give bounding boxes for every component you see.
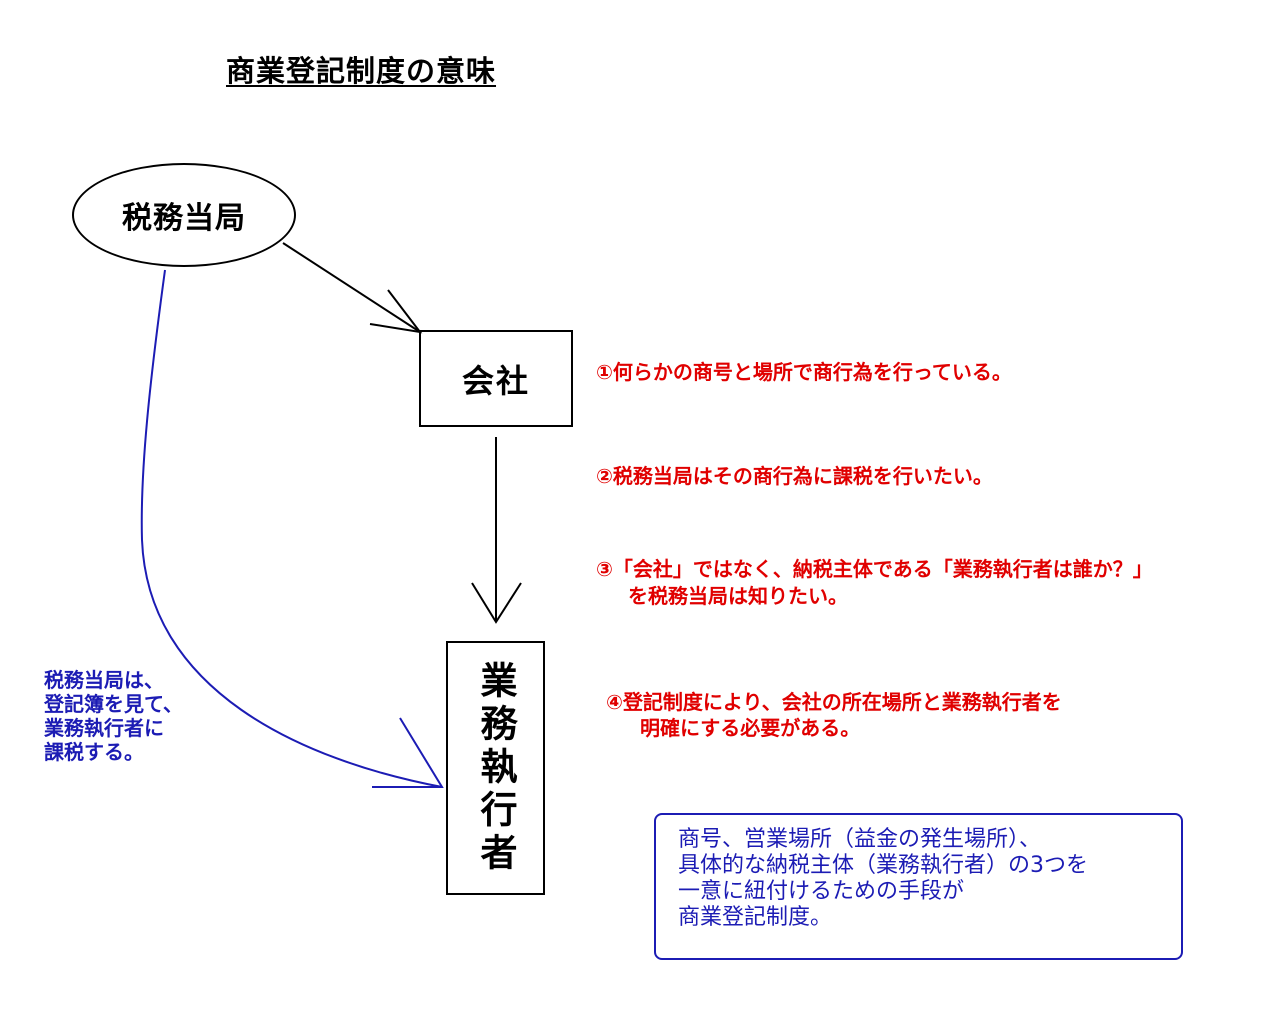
side-note-line: 税務当局は、 <box>44 668 164 692</box>
side-note-line: 登記簿を見て、 <box>44 692 183 716</box>
summary-line: 一意に紐付けるための手段が <box>678 879 965 904</box>
side-note-line: 業務執行者に <box>44 716 164 740</box>
point-3-line-1: ③「会社」ではなく、納税主体である「業務執行者は誰か？」 <box>596 557 1153 581</box>
point-4-line-2: 明確にする必要がある。 <box>640 716 861 740</box>
side-note-line: 課税する。 <box>44 740 144 764</box>
summary-line: 商業登記制度。 <box>678 905 833 930</box>
arrow-tax-to-company <box>282 242 421 333</box>
node-company-label: 会社 <box>461 361 530 400</box>
point-2: ②税務当局はその商行為に課税を行いたい。 <box>596 464 993 488</box>
node-executive-label: 業務執行者 <box>474 660 517 876</box>
side-note: 税務当局は、 登記簿を見て、 業務執行者に 課税する。 <box>44 668 183 764</box>
node-tax-authority: 税務当局 <box>72 163 296 267</box>
arrowhead-blue-icon <box>372 717 444 788</box>
summary-line: 商号、営業場所（益金の発生場所）、 <box>678 827 1042 852</box>
node-tax-authority-label: 税務当局 <box>122 201 246 236</box>
arrowhead-company-icon <box>369 289 423 334</box>
point-3-line-2: を税務当局は知りたい。 <box>628 584 848 608</box>
node-executive: 業務執行者 <box>446 641 545 895</box>
page-title: 商業登記制度の意味 <box>226 54 497 88</box>
summary-line: 具体的な納税主体（業務執行者）の3つを <box>678 853 1088 878</box>
summary-box: 商号、営業場所（益金の発生場所）、 具体的な納税主体（業務執行者）の3つを 一意… <box>654 813 1183 960</box>
arrow-tax-to-executive <box>140 269 443 788</box>
point-4-line-1: ④登記制度により、会社の所在場所と業務執行者を <box>606 690 1062 714</box>
point-1: ①何らかの商号と場所で商行為を行っている。 <box>596 360 1012 384</box>
arrowhead-executive-icon <box>471 582 522 624</box>
node-company: 会社 <box>419 330 573 427</box>
